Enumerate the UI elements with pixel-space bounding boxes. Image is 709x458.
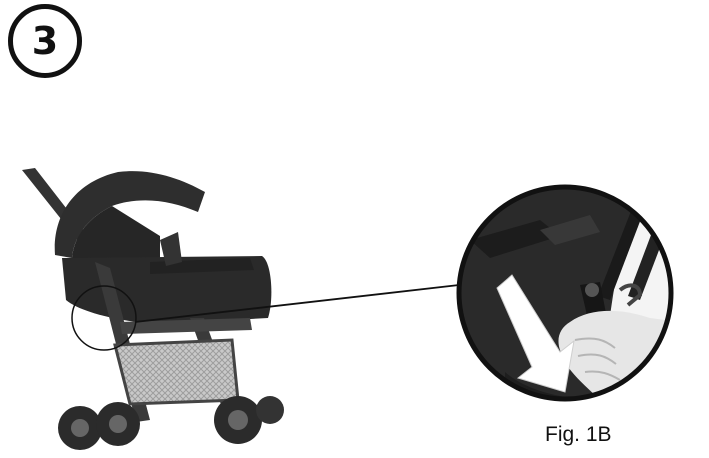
front-wheels (58, 402, 140, 450)
highlight-circle (71, 285, 137, 351)
figure-caption: Fig. 1B (545, 423, 612, 446)
stroller-image (22, 168, 284, 450)
leader-line (134, 284, 460, 323)
rear-wheels (214, 396, 284, 444)
step-number: 3 (31, 19, 59, 63)
step-number-badge: 3 (8, 4, 82, 78)
basket (113, 338, 240, 406)
down-right-arrow-icon (496, 274, 575, 393)
detail-circle (456, 184, 674, 402)
canopy (54, 171, 205, 258)
